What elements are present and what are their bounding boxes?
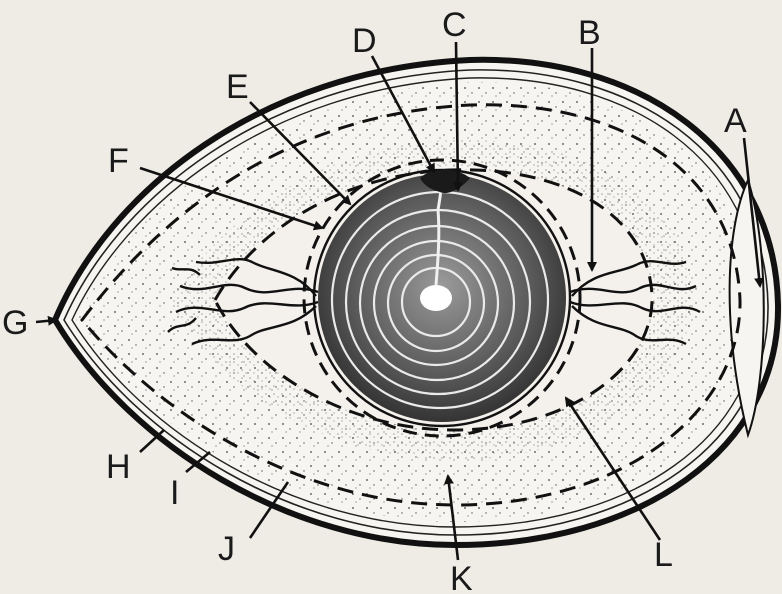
label-d: D [352,22,377,60]
label-c: C [442,6,467,44]
label-i: I [170,474,179,512]
label-h: H [106,448,131,486]
label-b: B [578,14,601,52]
label-k: K [450,560,473,594]
label-f: F [108,142,129,180]
label-a: A [724,102,747,140]
label-j: J [218,530,235,568]
latebra [420,285,452,311]
label-l: L [654,536,673,574]
label-e: E [226,68,249,106]
label-g: G [2,304,28,342]
